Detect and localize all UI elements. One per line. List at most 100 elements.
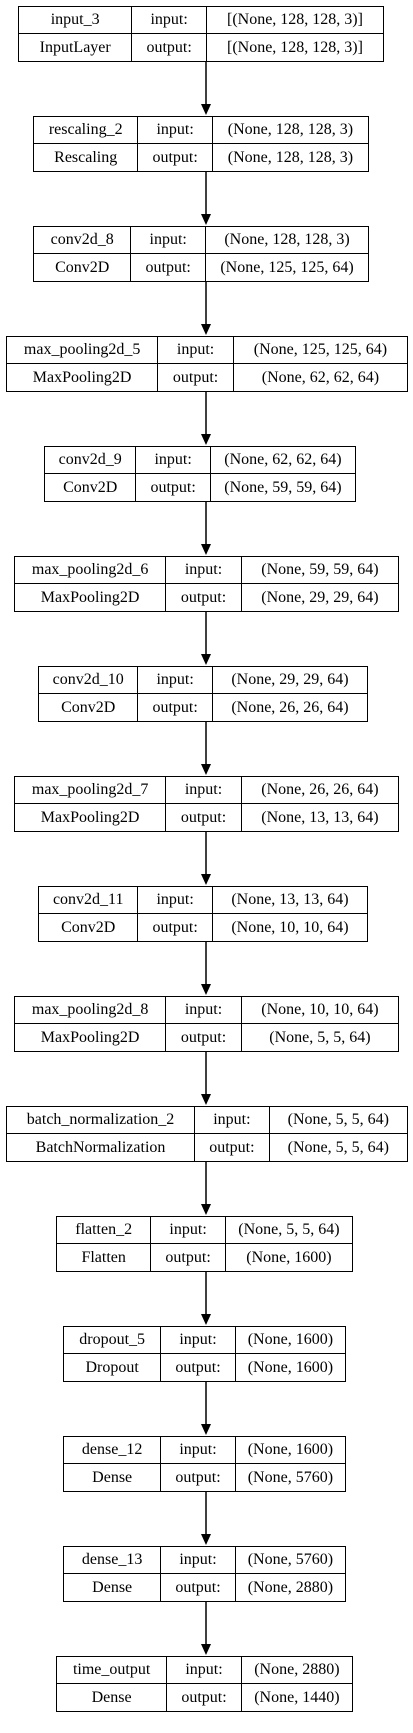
layer-type: MaxPooling2D — [7, 364, 159, 391]
output-label: output: — [138, 144, 213, 171]
input-label: input: — [161, 1327, 236, 1354]
input-label: input: — [151, 1217, 226, 1244]
output-label: output: — [167, 1684, 242, 1711]
arrowhead-icon — [201, 544, 211, 555]
input-shape: (None, 2880) — [241, 1657, 352, 1684]
output-shape: (None, 5760) — [247, 1468, 334, 1486]
output-label: output: — [138, 914, 213, 941]
arrowhead-icon — [201, 1424, 211, 1435]
arrowhead-icon — [201, 1534, 211, 1545]
output-shape: (None, 10, 10, 64) — [231, 918, 349, 936]
layer-type: Rescaling — [34, 144, 139, 171]
layer-name: conv2d_8 — [34, 227, 132, 254]
output-shape: (None, 29, 29, 64) — [261, 588, 379, 606]
output-label: output: — [166, 1024, 242, 1051]
input-label: input: — [166, 997, 242, 1024]
output-shape: (None, 125, 125, 64) — [220, 258, 354, 276]
output-label: output: — [195, 1134, 270, 1161]
arrowhead-icon — [201, 654, 211, 665]
input-shape: (None, 128, 128, 3) — [212, 117, 368, 144]
arrowhead-icon — [201, 1314, 211, 1325]
output-label: output: — [131, 254, 206, 281]
output-label: output: — [138, 694, 213, 721]
input-label: input: — [131, 227, 206, 254]
layer-type: Dense — [64, 1464, 162, 1491]
input-shape: (None, 5760) — [235, 1547, 345, 1574]
input-label: input: — [166, 557, 242, 584]
output-label: output: — [161, 1464, 236, 1491]
arrowhead-icon — [201, 874, 211, 885]
layer-type: Conv2D — [39, 694, 139, 721]
output-shape: (None, 5, 5, 64) — [269, 1028, 371, 1046]
output-shape: (None, 1600) — [246, 1248, 332, 1266]
layer-type: MaxPooling2D — [15, 584, 167, 611]
input-label: input: — [158, 337, 234, 364]
layer-name: dense_13 — [64, 1547, 162, 1574]
arrowhead-icon — [201, 1204, 211, 1215]
layer-name: max_pooling2d_5 — [7, 337, 159, 364]
input-shape: (None, 29, 29, 64) — [212, 667, 367, 694]
output-label: output: — [166, 804, 242, 831]
arrowhead-icon — [201, 1094, 211, 1105]
output-shape: (None, 59, 59, 64) — [224, 478, 342, 496]
output-label: output: — [158, 364, 234, 391]
input-shape: (None, 10, 10, 64) — [241, 997, 398, 1024]
input-label: input: — [138, 667, 213, 694]
output-label: output: — [151, 1244, 226, 1271]
layer-type: BatchNormalization — [7, 1134, 196, 1161]
layer-type: Flatten — [57, 1244, 152, 1271]
input-shape: (None, 59, 59, 64) — [241, 557, 398, 584]
output-shape: (None, 128, 128, 3) — [227, 148, 354, 166]
layer-type: InputLayer — [19, 34, 133, 61]
layer-name: max_pooling2d_7 — [15, 777, 167, 804]
input-shape: [(None, 128, 128, 3)] — [206, 7, 383, 34]
input-label: input: — [132, 7, 207, 34]
layer-name: time_output — [57, 1657, 168, 1684]
input-shape: (None, 5, 5, 64) — [269, 1107, 407, 1134]
input-label: input: — [161, 1547, 236, 1574]
output-shape: (None, 1600) — [247, 1358, 334, 1376]
input-label: input: — [136, 447, 211, 474]
layer-name: rescaling_2 — [34, 117, 139, 144]
layer-type: MaxPooling2D — [15, 1024, 167, 1051]
input-label: input: — [138, 887, 213, 914]
arrowhead-icon — [201, 434, 211, 445]
layer-name: conv2d_9 — [45, 447, 137, 474]
layer-type: Dense — [64, 1574, 162, 1601]
arrowhead-icon — [201, 984, 211, 995]
layer-name: max_pooling2d_6 — [15, 557, 167, 584]
layer-type: Conv2D — [34, 254, 132, 281]
layer-name: flatten_2 — [57, 1217, 152, 1244]
arrowhead-icon — [201, 324, 211, 335]
output-shape: (None, 1440) — [254, 1688, 340, 1706]
layer-type: Dense — [57, 1684, 168, 1711]
output-shape: [(None, 128, 128, 3)] — [226, 38, 363, 56]
output-shape: (None, 26, 26, 64) — [231, 698, 349, 716]
output-label: output: — [166, 584, 242, 611]
input-shape: (None, 125, 125, 64) — [233, 337, 407, 364]
layer-type: Dropout — [64, 1354, 162, 1381]
input-shape: (None, 128, 128, 3) — [205, 227, 368, 254]
layer-type: Conv2D — [39, 914, 139, 941]
output-shape: (None, 13, 13, 64) — [261, 808, 379, 826]
input-shape: (None, 1600) — [235, 1437, 345, 1464]
input-label: input: — [195, 1107, 270, 1134]
output-shape: (None, 2880) — [247, 1578, 334, 1596]
output-label: output: — [132, 34, 207, 61]
output-label: output: — [136, 474, 211, 501]
